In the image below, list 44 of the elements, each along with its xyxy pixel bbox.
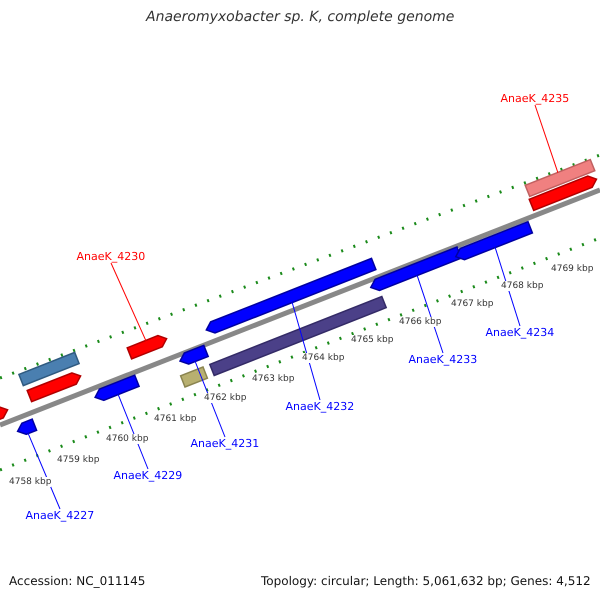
scale-label: 4759 kbp xyxy=(57,454,100,466)
scale-label: 4764 kbp xyxy=(302,352,344,364)
gene-feature xyxy=(528,175,598,212)
footer-note: Topology: circular; Length: 5,061,632 bp; Genes: 4,512 xyxy=(261,574,591,588)
gene-feature xyxy=(370,246,462,292)
gene-label: AnaeK_4231 xyxy=(190,436,260,450)
leader-line xyxy=(416,274,444,354)
leader-line xyxy=(494,246,520,326)
gene-label: AnaeK_4235 xyxy=(500,92,570,105)
gene-feature xyxy=(524,158,596,198)
gene-label: AnaeK_4229 xyxy=(114,468,182,482)
gene-feature xyxy=(178,344,210,365)
scale-label: 4758 kbp xyxy=(9,476,52,488)
leader-line xyxy=(28,432,60,510)
scale-label: 4761 kbp xyxy=(154,414,196,424)
gene-label: AnaeK_4234 xyxy=(486,326,554,339)
gene-label: AnaeK_4227 xyxy=(26,508,94,522)
gene-feature xyxy=(0,406,9,421)
leader-line xyxy=(534,104,558,174)
title: Anaeromyxobacter sp. K, complete genome xyxy=(146,9,454,26)
leader-line xyxy=(292,302,320,400)
scale-label: 4765 kbp xyxy=(351,334,394,346)
footer-note: Accession: NC_011145 xyxy=(9,574,146,588)
gene-feature xyxy=(16,418,38,436)
scale-label: 4763 kbp xyxy=(252,374,294,384)
leader-line xyxy=(118,394,148,470)
gene-feature xyxy=(18,351,80,387)
leader-line xyxy=(110,262,146,342)
gene-feature xyxy=(454,220,534,260)
gene-label: AnaeK_4230 xyxy=(76,250,146,263)
gene-label: AnaeK_4232 xyxy=(286,400,354,413)
gene-feature xyxy=(126,334,168,360)
gene-feature xyxy=(94,374,140,402)
scale-label: 4766 kbp xyxy=(399,316,442,328)
gene-label: AnaeK_4233 xyxy=(408,352,478,366)
gene-feature xyxy=(180,366,208,388)
gene-feature xyxy=(205,257,377,334)
scale-label: 4760 kbp xyxy=(106,434,148,444)
scale-label: 4762 kbp xyxy=(204,392,246,404)
leader-line xyxy=(194,360,226,438)
scale-label: 4768 kbp xyxy=(501,280,544,292)
gene-feature xyxy=(26,372,82,403)
scale-label: 4769 kbp xyxy=(551,264,594,274)
scale-label: 4767 kbp xyxy=(451,298,494,310)
